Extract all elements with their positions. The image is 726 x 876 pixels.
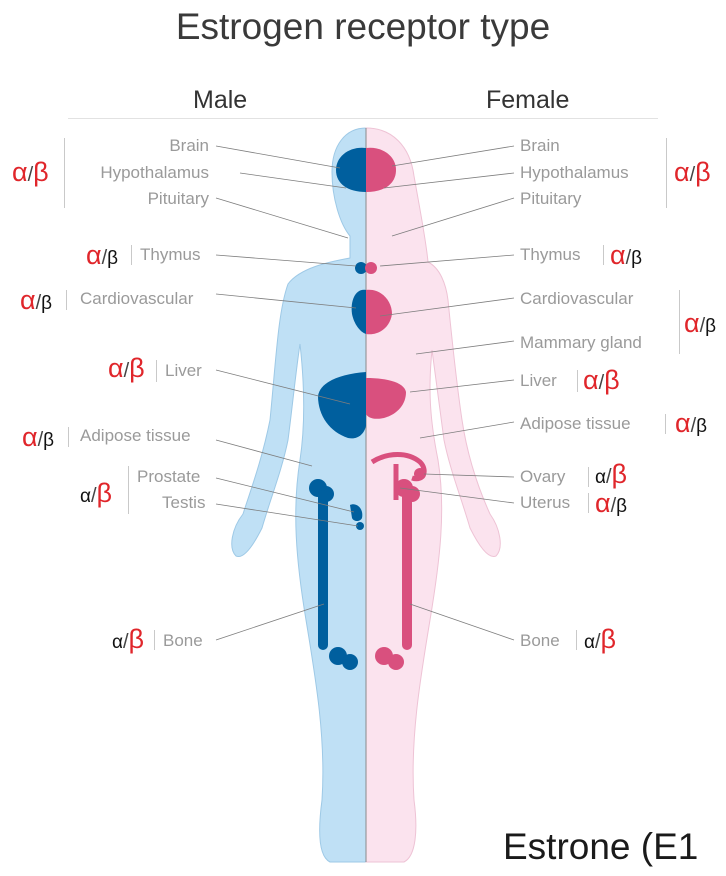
female-label-uterus: Uterus [520,493,570,513]
male-label-liver: Liver [165,361,202,381]
male-bone-bracket [154,630,155,650]
female-receptor-adipose: α/β [675,411,707,440]
male-prostate-testis-bracket [128,466,129,514]
male-body-silhouette [232,128,366,862]
female-brain-group-bracket [666,138,667,208]
male-receptor-thymus: α/β [86,243,118,272]
female-label-hypothalamus: Hypothalamus [520,163,629,183]
female-ovary-bracket [588,467,589,487]
female-label-mammary: Mammary gland [520,333,642,353]
male-receptor-adipose: α/β [22,425,54,454]
male-liver-bracket [156,360,157,382]
female-body-silhouette [366,128,500,862]
female-uterus-bracket [588,493,589,513]
female-receptor-uterus: α/β [595,491,627,520]
female-label-liver: Liver [520,371,557,391]
male-label-bone: Bone [163,631,203,651]
female-thymus-bracket [603,245,604,265]
male-label-cardiovascular: Cardiovascular [80,289,193,309]
female-receptor-cardio-mammary: α/β [684,311,716,340]
female-label-thymus: Thymus [520,245,580,265]
male-label-hypothalamus: Hypothalamus [60,163,209,183]
male-receptor-bone: α/β [112,627,144,656]
male-label-pituitary: Pituitary [100,189,209,209]
male-receptor-brain-group: α/β [12,160,49,189]
female-receptor-bone: α/β [584,627,616,656]
female-label-brain: Brain [520,136,560,156]
female-label-adipose: Adipose tissue [520,414,631,434]
male-receptor-prostate-testis: α/β [80,481,112,510]
male-brain-group-bracket [64,138,65,208]
male-cardiovascular-bracket [66,290,67,310]
male-label-testis: Testis [162,493,205,513]
male-label-prostate: Prostate [137,467,200,487]
female-label-cardiovascular: Cardiovascular [520,289,633,309]
female-thymus-organ [365,262,377,274]
male-adipose-bracket [68,427,69,447]
footer-estrone-label: Estrone (E1 [503,826,698,868]
female-receptor-brain-group: α/β [674,160,711,189]
male-thymus-bracket [131,245,132,265]
female-label-ovary: Ovary [520,467,565,487]
female-label-bone: Bone [520,631,560,651]
male-label-brain: Brain [100,136,209,156]
male-label-adipose: Adipose tissue [80,426,191,446]
female-liver-bracket [577,370,578,392]
female-cardio-mammary-bracket [679,290,680,354]
female-receptor-ovary: α/β [595,462,627,491]
female-adipose-bracket [665,414,666,434]
female-bone-bracket [576,630,577,650]
male-label-thymus: Thymus [140,245,200,265]
female-label-pituitary: Pituitary [520,189,581,209]
female-receptor-liver: α/β [583,368,620,397]
male-receptor-cardiovascular: α/β [20,288,52,317]
male-receptor-liver: α/β [108,356,145,385]
female-receptor-thymus: α/β [610,243,642,272]
